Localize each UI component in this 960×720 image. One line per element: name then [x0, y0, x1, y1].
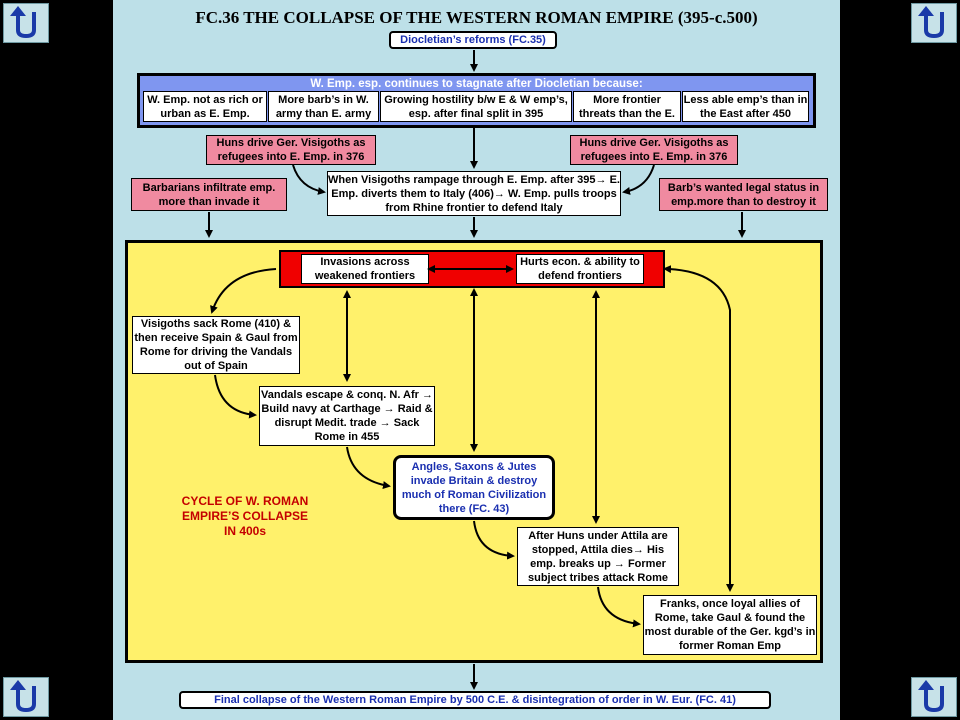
arrow-bar-franks [663, 265, 734, 592]
final-collapse-link[interactable]: Final collapse of the Western Roman Empi… [179, 691, 771, 709]
franks-box: Franks, once loyal allies of Rome, take … [643, 595, 817, 655]
huns-attila-box: After Huns under Attila are stopped, Att… [517, 527, 679, 586]
diocletian-reforms-link[interactable]: Diocletian’s reforms (FC.35) [389, 31, 557, 49]
reason-box-2: More barb’s in W. army than E. army [268, 91, 379, 122]
hurts-economy-box: Hurts econ. & ability to defend frontier… [516, 254, 644, 284]
visigoths-rampage-box: When Visigoths rampage through E. Emp. a… [327, 171, 621, 216]
u-turn-arrow-icon [918, 680, 944, 713]
arrow-huns-right [622, 164, 655, 195]
huns-visigoths-left: Huns drive Ger. Visigoths as refugees in… [206, 135, 376, 165]
barbarians-infiltrate-box: Barbarians infiltrate emp. more than inv… [131, 178, 287, 211]
back-button-top-left[interactable] [3, 3, 49, 43]
arrow-angles-to-huns [473, 520, 515, 560]
invasions-box: Invasions across weakened frontiers [301, 254, 429, 284]
angles-saxons-jutes-link[interactable]: Angles, Saxons & Jutes invade Britain & … [393, 455, 555, 520]
page-title: FC.36 THE COLLAPSE OF THE WESTERN ROMAN … [195, 8, 758, 27]
u-turn-arrow-icon [10, 680, 36, 713]
back-button-bottom-right[interactable] [911, 677, 957, 717]
arrow-huns-left [292, 164, 326, 195]
barbs-legal-status-box: Barb’s wanted legal status in emp.more t… [659, 178, 828, 211]
reason-box-3: Growing hostility b/w E & W emp’s, esp. … [380, 91, 572, 122]
reason-box-5: Less able emp’s than in the East after 4… [682, 91, 809, 122]
u-turn-arrow-icon [918, 6, 944, 39]
reason-box-1: W. Emp. not as rich or urban as E. Emp. [143, 91, 267, 122]
visigoths-sack-rome-box: Visigoths sack Rome (410) & then receive… [132, 316, 300, 374]
arrow-bar-to-visigoths [210, 268, 277, 314]
u-turn-arrow-icon [10, 6, 36, 39]
arrow-vandals-to-angles [346, 446, 391, 489]
back-button-top-right[interactable] [911, 3, 957, 43]
reason-box-4: More frontier threats than the E. [573, 91, 681, 122]
huns-visigoths-right: Huns drive Ger. Visigoths as refugees in… [570, 135, 738, 165]
vandals-box: Vandals escape & conq. N. Afr → Build na… [259, 386, 435, 446]
arrow-huns-to-franks [597, 586, 641, 628]
back-button-bottom-left[interactable] [3, 677, 49, 717]
stagnation-header: W. Emp. esp. continues to stagnate after… [310, 78, 643, 90]
cycle-label: CYCLE OF W. ROMAN EMPIRE’S COLLAPSE IN 4… [181, 494, 309, 538]
arrow-visigoths-to-vandals [214, 374, 257, 419]
